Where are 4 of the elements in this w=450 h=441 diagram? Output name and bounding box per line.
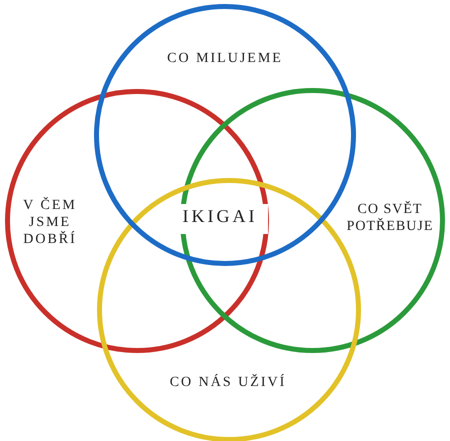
circle-label: CO MILUJEME xyxy=(166,50,284,67)
circle-label: CO NÁS UŽIVÍ xyxy=(168,374,288,391)
circle-label: CO SVĚT POTŘEBUJE xyxy=(346,201,434,235)
circle-label: V ČEM JSME DOBŘÍ xyxy=(22,197,78,248)
